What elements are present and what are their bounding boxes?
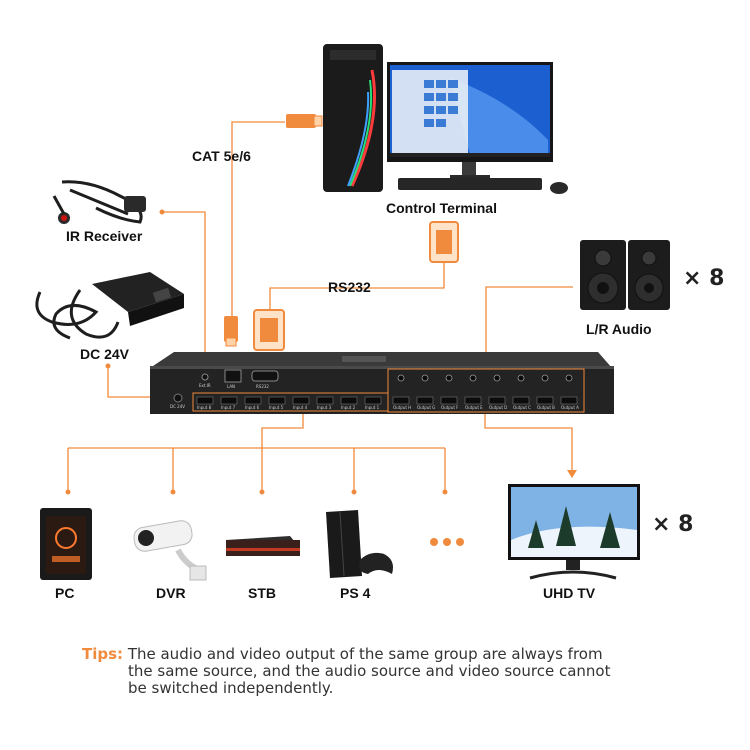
- dvr-camera-icon: [133, 520, 207, 581]
- port-label-input: Input 4: [293, 405, 308, 410]
- port-label-input: Input 8: [197, 405, 212, 410]
- port-label-output: Output H: [393, 405, 412, 410]
- pc-tower-icon: [323, 44, 383, 192]
- source-label-stb: STB: [248, 585, 276, 601]
- tv-multiplier: × 8: [652, 512, 694, 537]
- port-label-input: Input 1: [365, 405, 380, 410]
- control-terminal-label: Control Terminal: [386, 200, 497, 216]
- port-label-output: Output E: [465, 405, 483, 410]
- ir-receiver-label: IR Receiver: [66, 228, 143, 244]
- stb-icon: [226, 536, 300, 556]
- port-label-output: Output F: [441, 405, 459, 410]
- power-adapter-icon: [35, 272, 184, 340]
- source-label-ps4: PS 4: [340, 585, 371, 601]
- source-label-pc: PC: [55, 585, 75, 601]
- more-dots: [430, 538, 464, 546]
- port-label-output: Output B: [537, 405, 555, 410]
- audio-multiplier: × 8: [683, 266, 725, 291]
- lr-audio-label: L/R Audio: [586, 321, 652, 337]
- tips-line-2: the same source, and the audio source an…: [128, 662, 611, 680]
- uhd-tv-icon: [508, 484, 640, 580]
- keyboard-icon: [398, 178, 542, 190]
- rj45-plug-icon: [224, 114, 323, 347]
- uhd-tv-label: UHD TV: [543, 585, 596, 601]
- source-label-dvr: DVR: [156, 585, 186, 601]
- port-label-rs232: RS232: [256, 384, 269, 389]
- pc-icon: [40, 508, 92, 580]
- rs232-plug-icon: [253, 221, 459, 351]
- port-label-input: Input 7: [221, 405, 236, 410]
- dc-label: DC 24V: [80, 346, 130, 362]
- port-label-input: Input 5: [269, 405, 284, 410]
- ir-receiver-icon: [52, 180, 146, 224]
- port-label-output: Output G: [417, 405, 436, 410]
- rs232-label: RS232: [328, 279, 371, 295]
- port-label-ir: Ext.IR: [199, 383, 211, 388]
- port-label-dc: DC 24V: [170, 404, 185, 409]
- port-label-output: Output C: [513, 405, 531, 410]
- monitor-icon: [387, 62, 553, 179]
- mouse-icon: [550, 182, 568, 194]
- port-label-input: Input 2: [341, 405, 356, 410]
- cat-cable-label: CAT 5e/6: [192, 148, 251, 164]
- tips-line-3: be switched independently.: [128, 679, 334, 697]
- tips-line-1: The audio and video output of the same g…: [127, 645, 603, 663]
- ps4-icon: [326, 510, 393, 578]
- arrow-to-tv: [567, 470, 577, 478]
- tips-note: Tips: The audio and video output of the …: [82, 646, 682, 697]
- port-label-input: Input 6: [245, 405, 260, 410]
- connection-lines: [67, 121, 573, 492]
- port-label-output: Output A: [561, 405, 579, 410]
- speakers-icon: [580, 240, 670, 310]
- port-label-lan: LAN: [227, 384, 236, 389]
- matrix-switcher: [150, 352, 614, 414]
- port-label-input: Input 3: [317, 405, 332, 410]
- tips-key: Tips:: [82, 645, 124, 663]
- port-label-output: Output D: [489, 405, 508, 410]
